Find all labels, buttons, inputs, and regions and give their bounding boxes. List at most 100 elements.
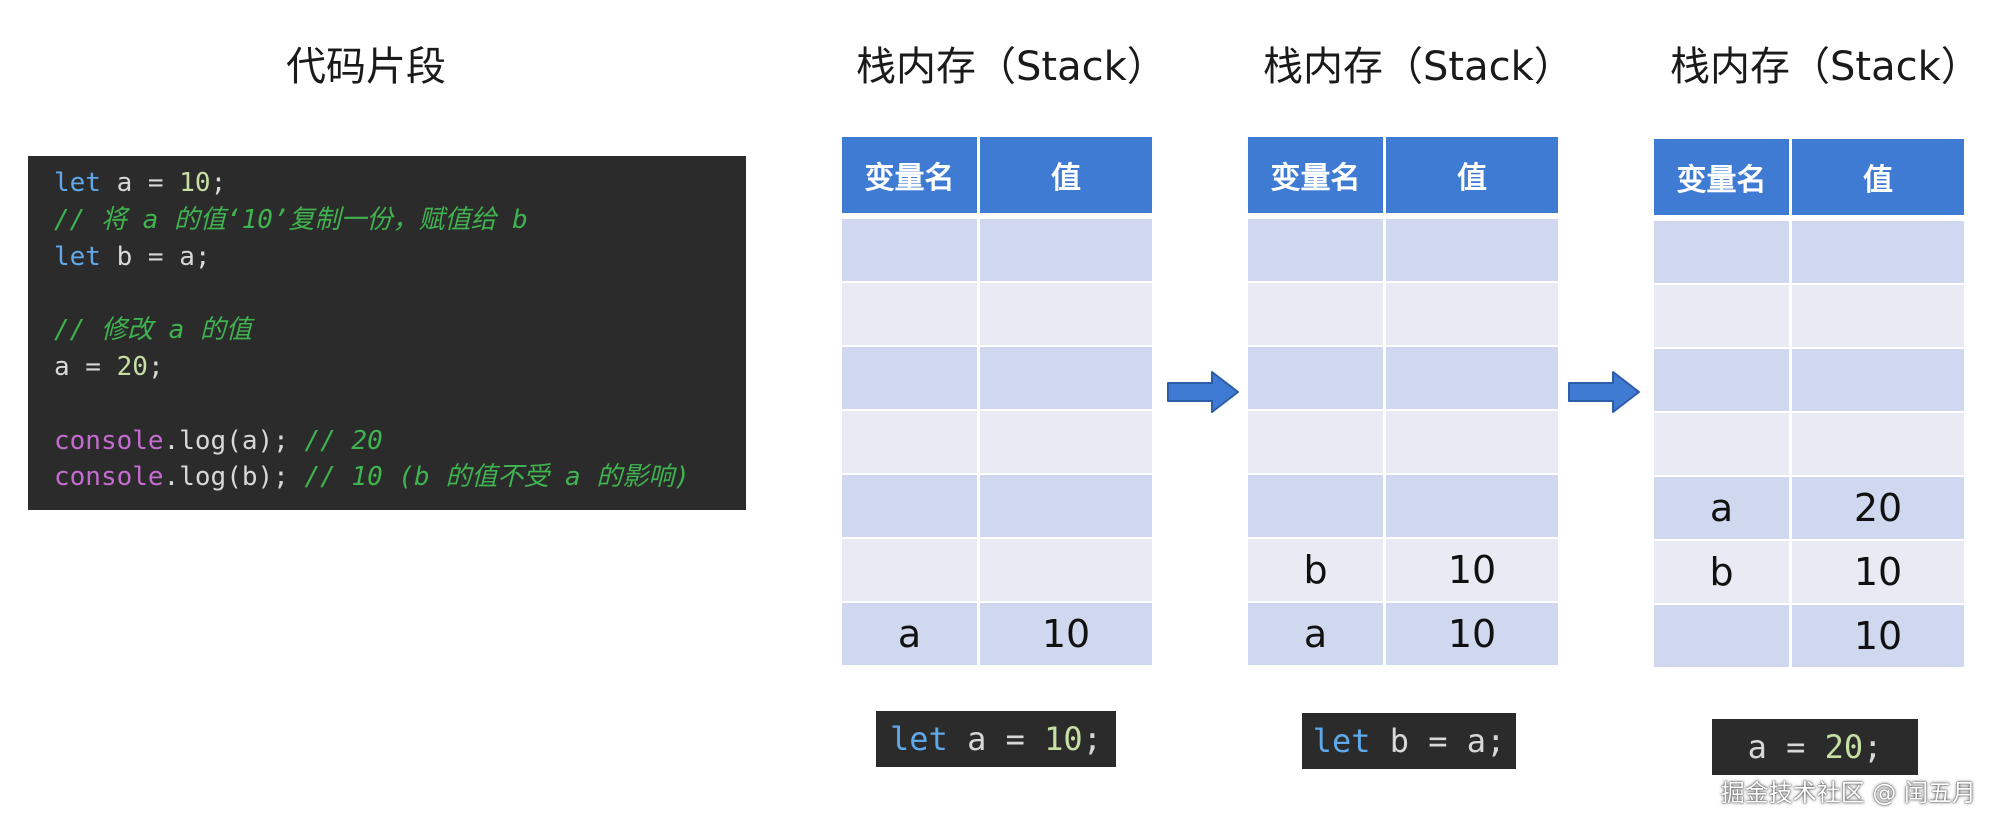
stack-row xyxy=(1654,285,1964,349)
value-cell xyxy=(980,475,1152,537)
code-token: ; xyxy=(1082,720,1102,758)
value-cell: 20 xyxy=(1853,486,1903,530)
value-cell xyxy=(980,347,1152,409)
code-token: // 修改 a 的值 xyxy=(54,315,252,346)
stack-row xyxy=(1248,219,1558,283)
code-token: let xyxy=(890,720,948,758)
stack-header: 变量名 值 xyxy=(1248,137,1558,213)
code-line: // 修改 a 的值 xyxy=(54,312,746,349)
code-token: a = xyxy=(947,720,1045,758)
code-line xyxy=(54,386,746,423)
variable-name-cell: b xyxy=(1654,541,1792,603)
stack-row xyxy=(842,347,1152,411)
arrow-right-icon xyxy=(1568,371,1640,413)
stack-row xyxy=(1248,475,1558,539)
code-snippet-2: let b = a; xyxy=(1302,713,1516,769)
code-token: 20 xyxy=(116,351,148,382)
code-token: // 将 a 的值‘10’复制一份，赋值给 b xyxy=(54,204,528,235)
stack-row xyxy=(842,283,1152,347)
value-cell xyxy=(1386,283,1558,345)
code-token: console xyxy=(54,462,164,493)
stack-row xyxy=(842,411,1152,475)
code-line: console.log(b); // 10 (b 的值不受 a 的影响) xyxy=(54,459,746,496)
variable-name-cell xyxy=(1654,349,1792,411)
stack-row xyxy=(1248,283,1558,347)
header-value: 值 xyxy=(1051,161,1081,196)
variable-name-cell xyxy=(1248,411,1386,473)
code-token: let xyxy=(54,168,101,198)
code-line: let b = a; xyxy=(54,239,746,276)
variable-name-cell xyxy=(842,219,980,281)
code-snippet-3: a = 20; xyxy=(1712,719,1918,775)
code-token: let xyxy=(1312,722,1371,760)
stack-1-title: 栈内存（Stack） xyxy=(856,44,1167,90)
code-line: // 将 a 的值‘10’复制一份，赋值给 b xyxy=(54,202,746,239)
value-cell xyxy=(1386,219,1558,281)
code-token: .log(b); xyxy=(163,462,305,493)
stack-row: 10 xyxy=(1654,605,1964,669)
variable-name-cell: a xyxy=(1248,603,1386,665)
code-token: b = a; xyxy=(1370,722,1506,760)
code-token: ; xyxy=(147,351,164,382)
code-token: ; xyxy=(210,168,227,198)
code-line: a = 20; xyxy=(54,349,746,386)
code-token: // 20 xyxy=(304,425,383,456)
value-cell xyxy=(1386,411,1558,473)
code-token: let xyxy=(54,241,101,272)
value-cell: 10 xyxy=(1447,548,1497,592)
value-cell xyxy=(980,411,1152,473)
code-line: console.log(a); // 20 xyxy=(54,423,746,460)
variable-name-cell: a xyxy=(1654,477,1792,539)
value-cell xyxy=(980,219,1152,281)
stack-row xyxy=(842,219,1152,283)
stack-row: a 20 xyxy=(1654,477,1964,541)
variable-name-cell xyxy=(1654,413,1792,475)
stack-header: 变量名 值 xyxy=(842,137,1152,213)
value-cell xyxy=(980,283,1152,345)
code-snippet-1: let a = 10; xyxy=(876,711,1116,767)
stack-row: a 10 xyxy=(1248,603,1558,667)
variable-name-cell xyxy=(1654,285,1792,347)
variable-name-cell: a xyxy=(842,603,980,665)
code-token: // 10 (b 的值不受 a 的影响) xyxy=(304,462,690,493)
stack-row xyxy=(1248,347,1558,411)
variable-name-cell xyxy=(842,539,980,601)
code-token: b = a; xyxy=(100,241,211,272)
variable-name-cell xyxy=(1654,221,1792,283)
code-token: 10 xyxy=(1044,720,1083,758)
variable-name-cell xyxy=(842,283,980,345)
stack-2-title: 栈内存（Stack） xyxy=(1263,44,1574,90)
header-variable-name: 变量名 xyxy=(842,137,980,213)
variable-name-cell xyxy=(842,411,980,473)
variable-name-cell xyxy=(1654,605,1792,667)
value-cell xyxy=(1792,413,1964,475)
variable-name-cell xyxy=(842,475,980,537)
arrow-right-icon xyxy=(1167,371,1239,413)
code-panel: let a = 10;// 将 a 的值‘10’复制一份，赋值给 b let b … xyxy=(28,156,746,510)
variable-name-cell: b xyxy=(1248,539,1386,601)
variable-name-cell xyxy=(1248,347,1386,409)
header-variable-name: 变量名 xyxy=(1248,137,1386,213)
stack-row xyxy=(1654,349,1964,413)
value-cell xyxy=(1386,347,1558,409)
stack-row: b 10 xyxy=(1654,541,1964,605)
code-token: .log(a); xyxy=(163,425,305,456)
variable-name-cell xyxy=(1248,219,1386,281)
code-token: a = xyxy=(100,168,180,198)
stack-row xyxy=(1654,221,1964,285)
code-token: console xyxy=(54,425,164,456)
stack-table-2: 变量名 值 b 10 a 10 xyxy=(1248,137,1558,667)
stack-row xyxy=(842,475,1152,539)
stack-header: 变量名 值 xyxy=(1654,139,1964,215)
stack-row xyxy=(842,539,1152,603)
header-variable-name: 变量名 xyxy=(1654,139,1792,215)
value-cell: 10 xyxy=(1447,612,1497,656)
stack-rows: b 10 a 10 xyxy=(1248,219,1558,667)
code-line: let a = 10; xyxy=(54,165,746,202)
value-cell: 10 xyxy=(1853,550,1903,594)
